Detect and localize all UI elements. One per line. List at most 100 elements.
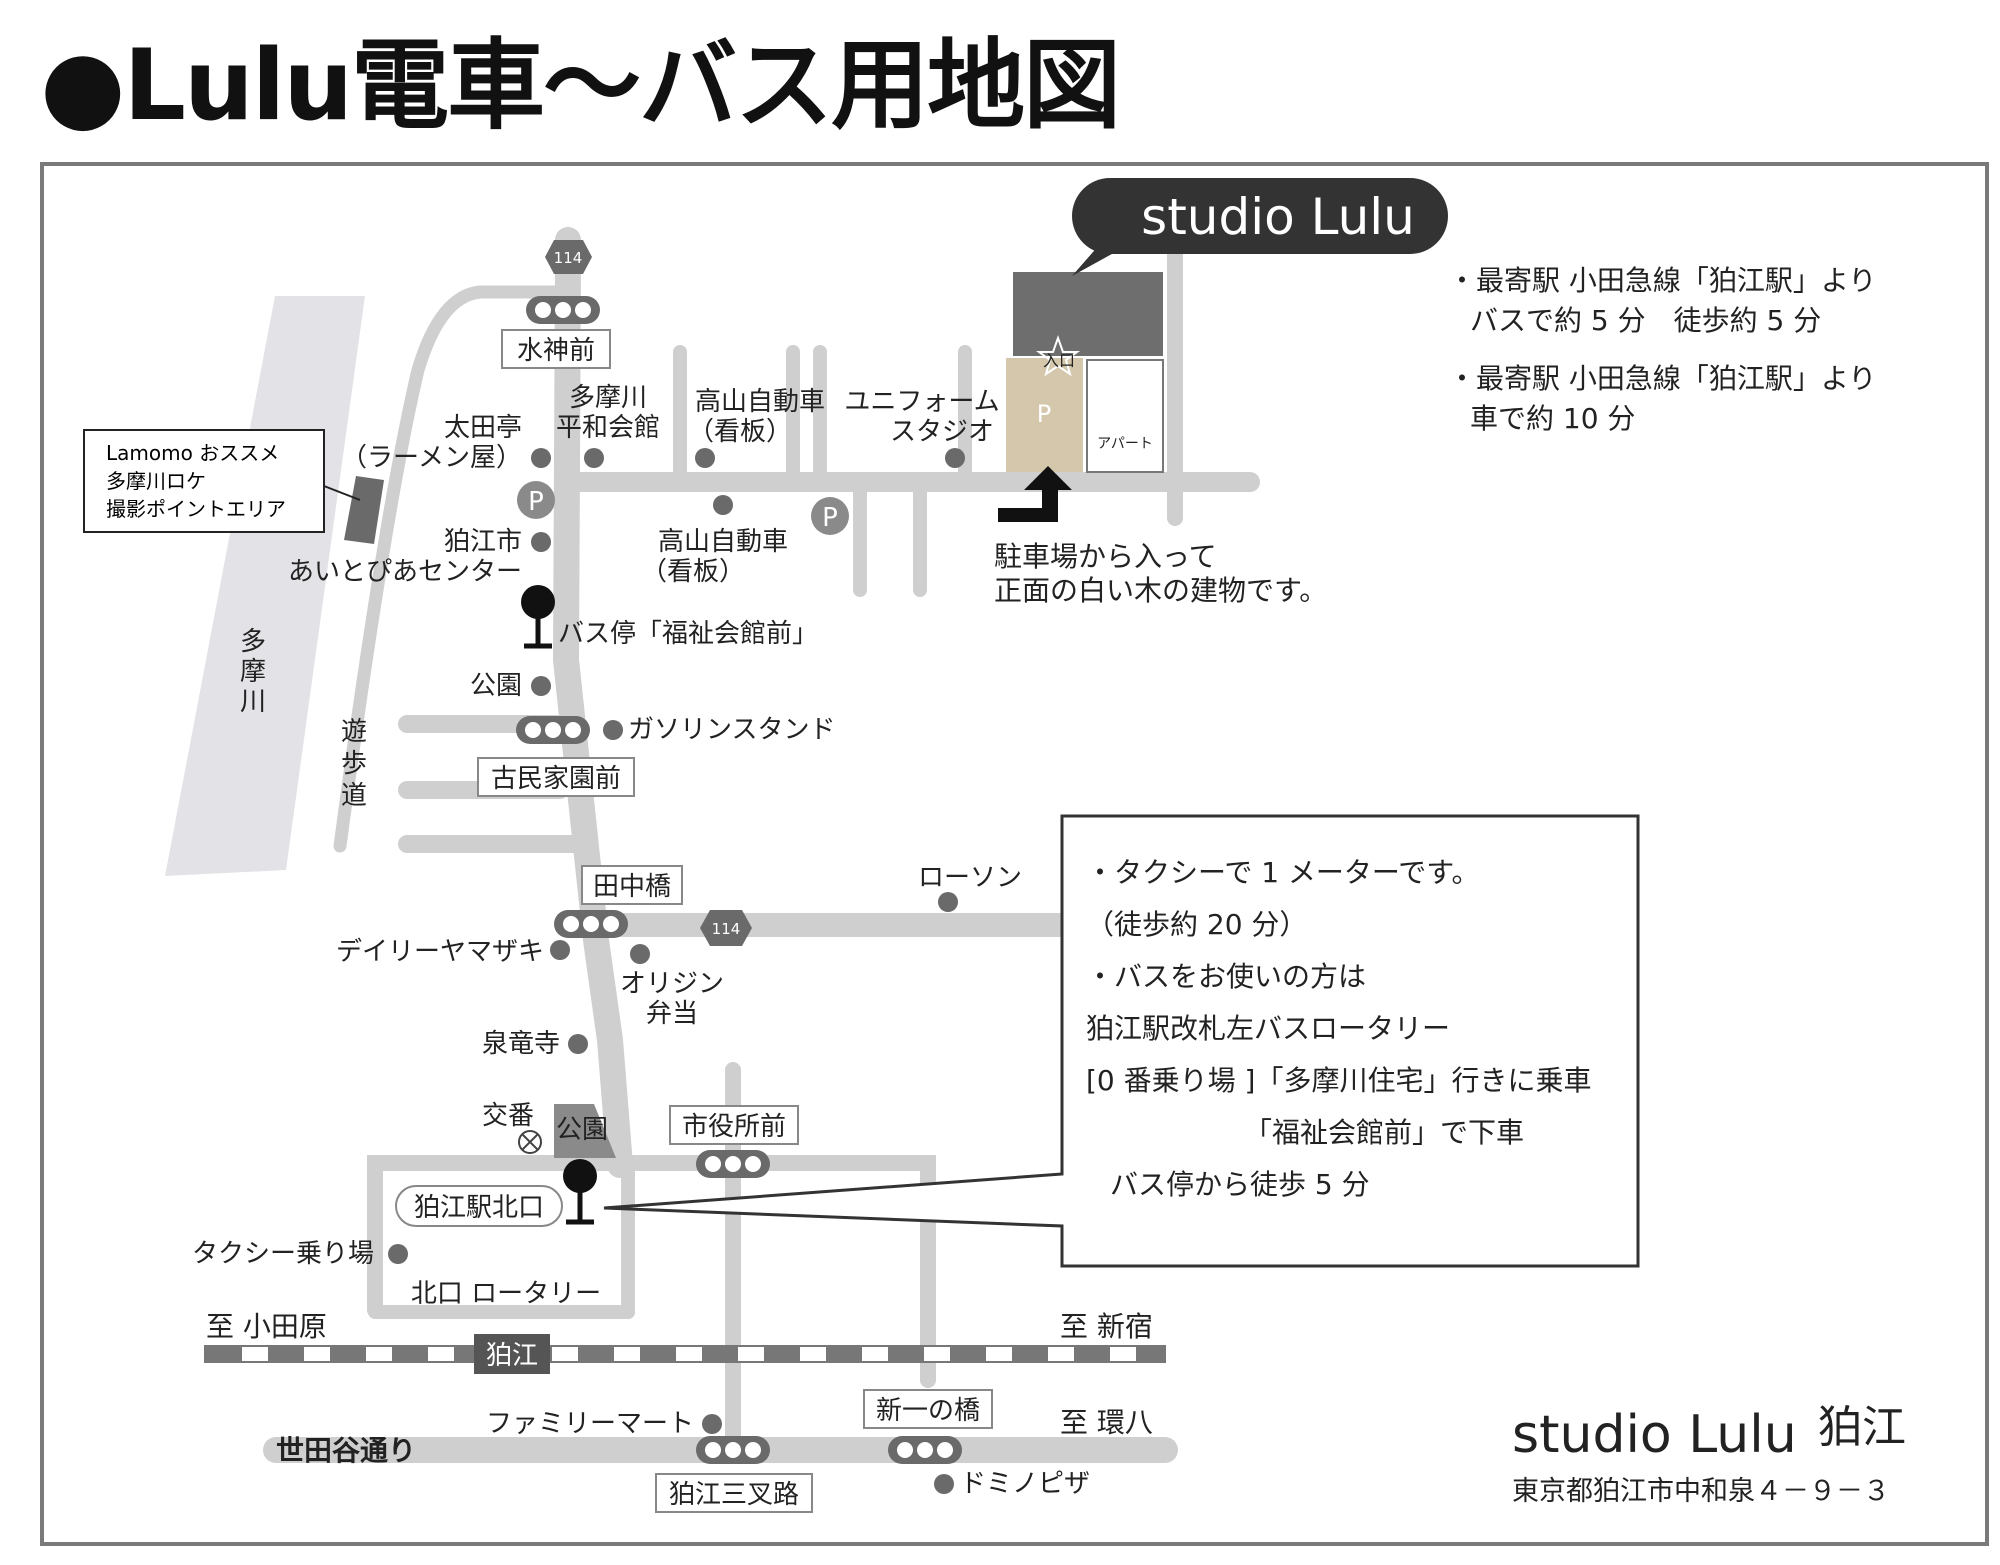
svg-text:遊: 遊 bbox=[341, 717, 367, 747]
label-takayama-mid-1: 高山自動車 bbox=[658, 527, 788, 557]
studio-lulu-callout: studio Lulu bbox=[1072, 178, 1448, 276]
label-ohta-1: 太田亭 bbox=[444, 413, 522, 443]
station-label-box: 狛江 bbox=[474, 1334, 550, 1374]
svg-text:狛江駅改札左バスロータリー: 狛江駅改札左バスロータリー bbox=[1086, 1012, 1450, 1045]
bus-stop-kitaguchi-icon bbox=[563, 1159, 597, 1225]
svg-text:正面の白い木の建物です。: 正面の白い木の建物です。 bbox=[994, 574, 1327, 607]
entrance-label: 入口 bbox=[1043, 351, 1075, 370]
label-takayama-mid-2: （看板） bbox=[641, 557, 745, 587]
svg-text:摩: 摩 bbox=[240, 657, 266, 687]
entrance-star-icon bbox=[1035, 335, 1081, 377]
bus-info-callout: ・タクシーで 1 メーターです。 （徒歩約 20 分） ・バスをお使いの方は 狛… bbox=[603, 814, 1640, 1268]
svg-text:新一の橋: 新一の橋 bbox=[876, 1396, 980, 1426]
svg-text:・最寄駅 小田急線「狛江駅」より: ・最寄駅 小田急線「狛江駅」より bbox=[1448, 362, 1876, 395]
label-to-odawara: 至 小田原 bbox=[206, 1310, 327, 1343]
label-tamagawa-heiwa-2: 平和会館 bbox=[556, 413, 660, 443]
label-setagaya-dori: 世田谷通り bbox=[276, 1434, 416, 1467]
stop-box-sansaro: 狛江三叉路 bbox=[655, 1473, 813, 1513]
stop-box-tanakabashi: 田中橋 bbox=[581, 865, 683, 905]
label-gas-station: ガソリンスタンド bbox=[628, 715, 835, 745]
svg-text:114: 114 bbox=[712, 920, 741, 938]
svg-text:Lamomo おススメ: Lamomo おススメ bbox=[106, 441, 279, 465]
svg-text:バス停から徒歩 5 分: バス停から徒歩 5 分 bbox=[1110, 1168, 1370, 1201]
stop-box-suijinmae: 水神前 bbox=[501, 329, 611, 369]
traffic-light-tanakabashi bbox=[554, 910, 628, 938]
parking-note: 駐車場から入って 正面の白い木の建物です。 bbox=[994, 540, 1327, 607]
label-family-mart: ファミリーマート bbox=[486, 1409, 694, 1439]
svg-text:114: 114 bbox=[554, 249, 583, 267]
svg-text:P: P bbox=[822, 503, 838, 533]
svg-text:古民家園前: 古民家園前 bbox=[491, 764, 621, 794]
label-uniform-1: ユニフォーム bbox=[844, 387, 999, 417]
footer: studio Lulu 狛江 東京都狛江市中和泉４－９－３ bbox=[1512, 1402, 1906, 1507]
footer-city: 狛江 bbox=[1818, 1402, 1906, 1453]
label-kitaguchi-rotary: 北口 ロータリー bbox=[411, 1279, 601, 1309]
svg-text:車で約 10 分: 車で約 10 分 bbox=[1470, 402, 1635, 435]
stop-box-shinichinohashi: 新一の橋 bbox=[863, 1389, 993, 1429]
promenade-label: 遊 歩 道 bbox=[341, 717, 367, 811]
stop-box-shiyakusho: 市役所前 bbox=[669, 1105, 799, 1145]
svg-text:（徒歩約 20 分）: （徒歩約 20 分） bbox=[1086, 908, 1307, 941]
label-senryuji: 泉竜寺 bbox=[482, 1029, 560, 1059]
apartment-building bbox=[1086, 359, 1164, 473]
route-114-sign-mid: 114 bbox=[700, 910, 752, 946]
traffic-light-sansaro bbox=[696, 1436, 770, 1464]
label-aitopia-1: 狛江市 bbox=[444, 527, 522, 557]
label-daily-yamazaki: デイリーヤマザキ bbox=[336, 937, 544, 967]
bus-stop-fukushi-icon bbox=[521, 585, 555, 649]
svg-text:バスで約 5 分 徒歩約 5 分: バスで約 5 分 徒歩約 5 分 bbox=[1470, 304, 1821, 337]
traffic-light-shiyakusho bbox=[696, 1150, 770, 1178]
svg-text:・最寄駅 小田急線「狛江駅」より: ・最寄駅 小田急線「狛江駅」より bbox=[1448, 264, 1876, 297]
police-box-icon bbox=[518, 1130, 542, 1154]
svg-text:studio Lulu: studio Lulu bbox=[1141, 188, 1415, 246]
stop-box-kitaguchi: 狛江駅北口 bbox=[395, 1185, 563, 1227]
label-lawson: ローソン bbox=[918, 863, 1022, 893]
svg-text:多: 多 bbox=[240, 627, 266, 657]
label-dominos: ドミノピザ bbox=[960, 1469, 1090, 1499]
label-ohta-2: （ラーメン屋） bbox=[341, 443, 522, 473]
svg-text:狛江: 狛江 bbox=[486, 1341, 538, 1371]
promenade-road bbox=[333, 285, 575, 853]
svg-text:歩: 歩 bbox=[341, 749, 367, 779]
river-label: 多 摩 川 bbox=[240, 627, 266, 717]
label-uniform-2: スタジオ bbox=[890, 417, 994, 447]
label-to-shinjuku: 至 新宿 bbox=[1060, 1310, 1153, 1343]
parking-entry-arrow-icon bbox=[998, 466, 1072, 522]
parking-icon: P bbox=[517, 481, 555, 519]
main-road-114 bbox=[552, 227, 633, 1178]
map-frame bbox=[40, 162, 1989, 1546]
label-park-b: 公園 bbox=[556, 1115, 608, 1145]
page-title: ●Lulu電車～バス用地図 bbox=[40, 29, 1121, 143]
svg-text:狛江三叉路: 狛江三叉路 bbox=[669, 1480, 799, 1510]
park-b-shape bbox=[554, 1104, 616, 1158]
label-tamagawa-heiwa-1: 多摩川 bbox=[569, 383, 647, 413]
svg-text:市役所前: 市役所前 bbox=[682, 1112, 786, 1142]
label-to-kanpachi: 至 環八 bbox=[1060, 1406, 1153, 1439]
svg-text:・バスをお使いの方は: ・バスをお使いの方は bbox=[1086, 960, 1366, 993]
label-origin-2: 弁当 bbox=[646, 999, 698, 1029]
svg-text:撮影ポイントエリア: 撮影ポイントエリア bbox=[106, 497, 286, 521]
label-aitopia-2: あいとぴあセンター bbox=[288, 557, 522, 587]
lamomo-point-marker bbox=[344, 476, 384, 544]
label-takayama-top-2: （看板） bbox=[688, 417, 792, 447]
footer-brand: studio Lulu bbox=[1512, 1405, 1797, 1465]
traffic-light-suijinmae bbox=[526, 296, 600, 324]
svg-text:[0 番乗り場 ]「多摩川住宅」行きに乗車: [0 番乗り場 ]「多摩川住宅」行きに乗車 bbox=[1086, 1064, 1591, 1097]
parking-lot-label: P bbox=[1037, 400, 1051, 428]
label-origin-1: オリジン bbox=[620, 969, 724, 999]
svg-text:「福祉会館前」で下車: 「福祉会館前」で下車 bbox=[1244, 1116, 1524, 1149]
odakyu-line bbox=[204, 1345, 1166, 1363]
footer-address: 東京都狛江市中和泉４－９－３ bbox=[1512, 1476, 1890, 1507]
label-taxi-stand: タクシー乗り場 bbox=[192, 1239, 374, 1269]
route-114-sign-top: 114 bbox=[545, 240, 592, 274]
svg-text:P: P bbox=[528, 487, 544, 517]
traffic-light-shinichinohashi bbox=[888, 1436, 962, 1464]
svg-text:川: 川 bbox=[240, 687, 266, 717]
label-bus-stop-fukushi: バス停「福祉会館前」 bbox=[558, 619, 818, 649]
svg-text:多摩川ロケ: 多摩川ロケ bbox=[106, 469, 206, 493]
apartment-label: アパート bbox=[1097, 436, 1153, 452]
poi-dots bbox=[388, 448, 965, 1494]
access-notes: ・最寄駅 小田急線「狛江駅」より バスで約 5 分 徒歩約 5 分 ・最寄駅 小… bbox=[1448, 264, 1876, 435]
parking-lot bbox=[1006, 358, 1083, 472]
